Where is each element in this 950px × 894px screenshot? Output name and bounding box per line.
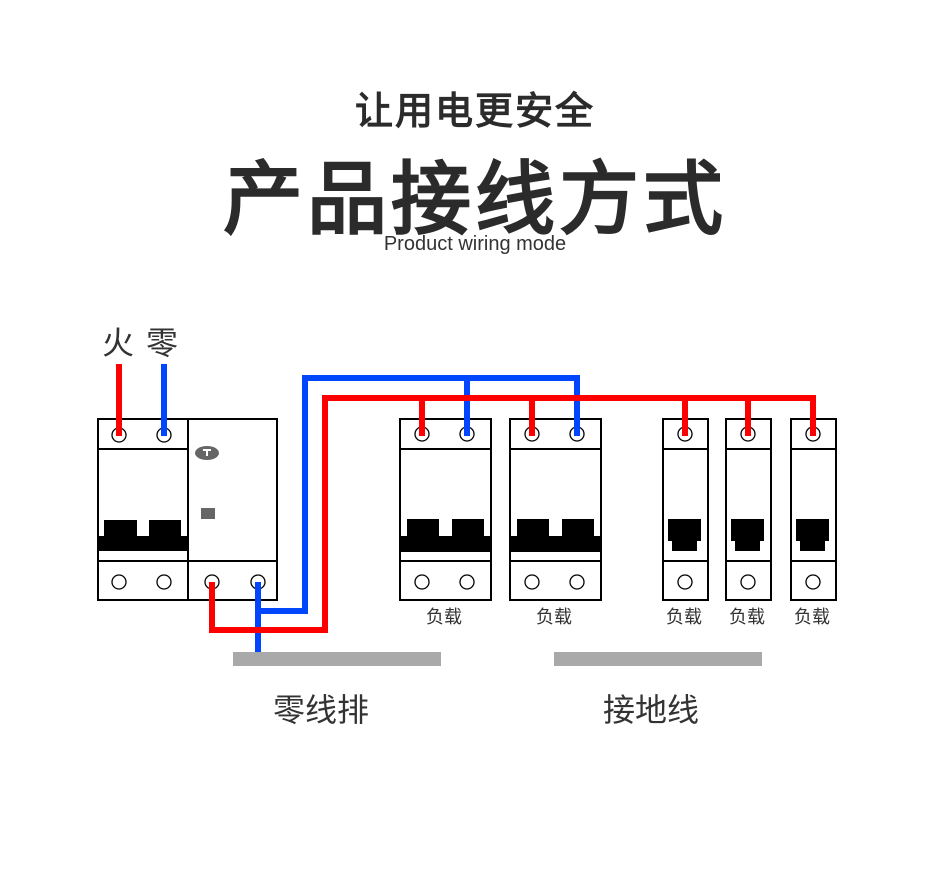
load-label-1: 负载 [426,607,462,628]
ground-bar-label: 接地线 [603,691,700,729]
neutral-bar [233,652,441,666]
live-wire [116,364,816,633]
load-label-5: 负载 [794,607,830,628]
test-button-t-glyph [203,449,211,456]
page-title: 产品接线方式 [223,153,727,246]
load-label-4: 负载 [729,607,765,628]
load-label-3: 负载 [666,607,702,628]
load-breaker-2 [509,418,602,601]
load-breaker-1 [399,418,492,601]
subtitle: 让用电更安全 [354,89,595,133]
live-input-label: 火 [102,324,135,362]
main-breaker [97,418,278,601]
english-subtitle: Product wiring mode [383,233,567,255]
load-breaker-3 [662,418,709,601]
main-breaker-toggle [98,520,188,551]
neutral-input-label: 零 [146,324,179,362]
neutral-bar-label: 零线排 [273,691,370,729]
load-breaker-5 [790,418,837,601]
indicator-window [201,508,215,519]
load-breaker-4 [725,418,772,601]
ground-bar [554,652,762,666]
load-label-2: 负载 [536,607,572,628]
